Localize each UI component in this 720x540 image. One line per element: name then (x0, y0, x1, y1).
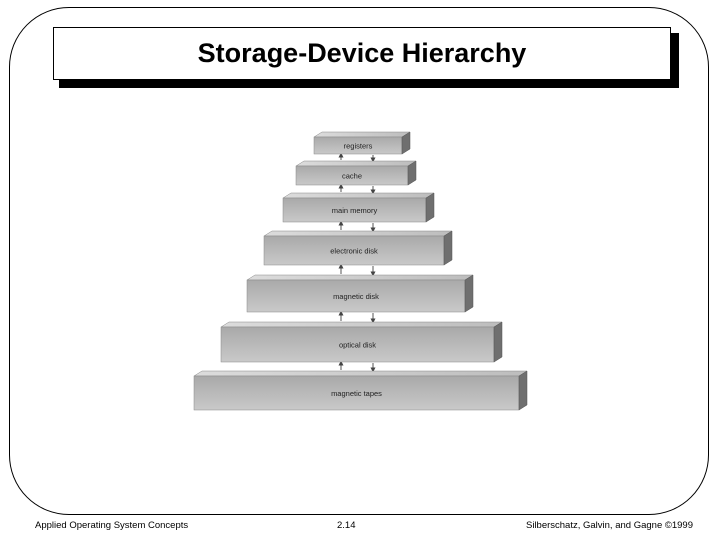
layer-top-face (295, 160, 417, 167)
layer-label: optical disk (339, 341, 376, 350)
slide-frame (9, 7, 709, 515)
footer-copyright: Silberschatz, Galvin, and Gagne ©1999 (525, 520, 693, 531)
layer-top-face (193, 370, 528, 377)
storage-layer: cache (295, 160, 417, 186)
storage-layer: magnetic tapes (193, 370, 528, 411)
footer-course: Applied Operating System Concepts (35, 520, 189, 531)
layer-front-face (193, 375, 520, 411)
layer-top-face (263, 230, 453, 237)
layer-side-face (407, 160, 417, 186)
layer-label: registers (344, 142, 373, 151)
layer-label: main memory (332, 206, 378, 215)
layer-side-face (464, 274, 474, 313)
layer-front-face (263, 235, 445, 266)
layer-top-face (246, 274, 474, 281)
layer-top-face (220, 321, 503, 328)
storage-layer: electronic disk (263, 230, 453, 266)
storage-layer: main memory (282, 192, 435, 223)
storage-layers: registers cache main memory electronic disk… (193, 131, 528, 411)
layer-label: cache (342, 172, 362, 181)
layer-front-face (246, 279, 466, 313)
layer-front-face (220, 326, 495, 363)
layer-side-face (401, 131, 411, 155)
title-box: Storage-Device Hierarchy (53, 27, 671, 80)
layer-side-face (425, 192, 435, 223)
layer-side-face (518, 370, 528, 411)
layer-top-face (282, 192, 435, 199)
layer-label: electronic disk (330, 247, 378, 256)
layer-side-face (493, 321, 503, 363)
transfer-arrows (338, 152, 376, 373)
slide-title: Storage-Device Hierarchy (197, 38, 527, 68)
layer-front-face (282, 197, 427, 223)
storage-layer: magnetic disk (246, 274, 474, 313)
layer-label: magnetic disk (333, 292, 379, 301)
layer-label: magnetic tapes (331, 389, 382, 398)
layer-side-face (443, 230, 453, 266)
layer-top-face (313, 131, 411, 138)
footer-page-number: 2.14 (337, 520, 356, 531)
storage-layer: optical disk (220, 321, 503, 363)
storage-layer: registers (313, 131, 411, 155)
